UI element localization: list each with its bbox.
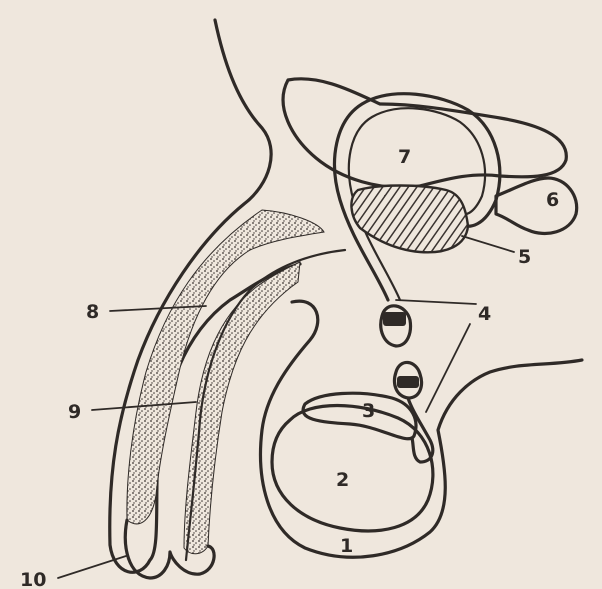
- label-3: 3: [362, 400, 375, 422]
- label-8: 8: [86, 301, 99, 323]
- label-5: 5: [518, 246, 531, 268]
- vas-segment-lower-cut: [397, 376, 419, 388]
- vas-segment-upper-cut: [383, 312, 406, 326]
- label-9: 9: [68, 401, 81, 423]
- label-2: 2: [336, 469, 349, 491]
- label-10: 10: [20, 569, 46, 589]
- label-1: 1: [340, 535, 353, 557]
- label-4: 4: [478, 303, 491, 325]
- label-7: 7: [398, 146, 411, 168]
- label-6: 6: [546, 189, 559, 211]
